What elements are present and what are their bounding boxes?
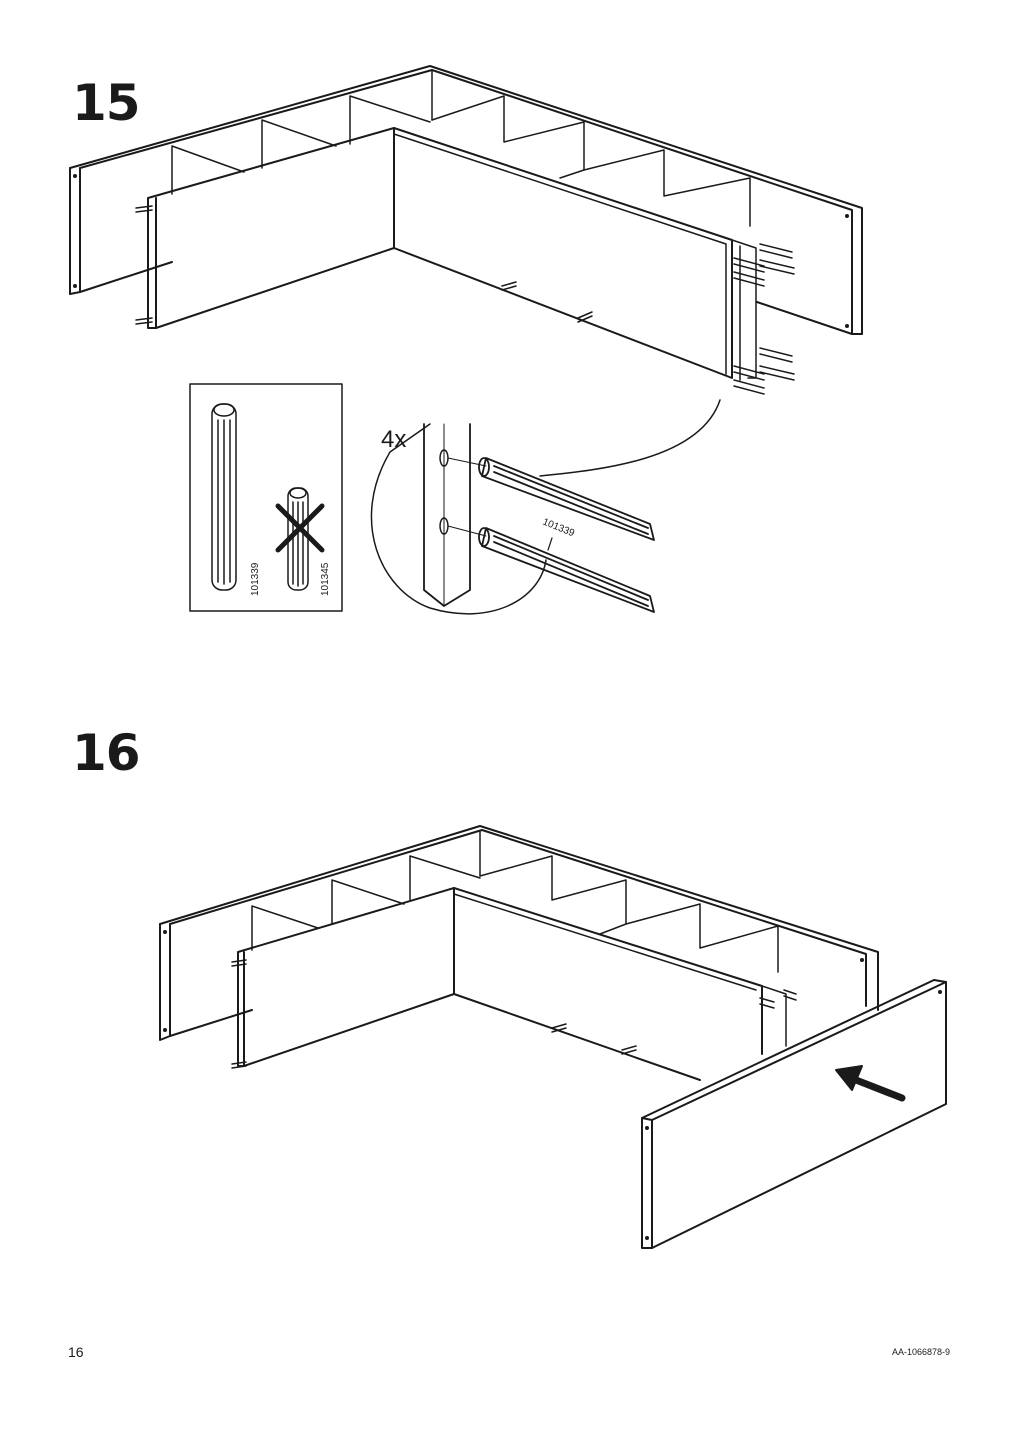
left-end-panel-16	[159, 923, 171, 1041]
document-code: AA-1066878-9	[891, 1347, 950, 1357]
back-panel-inner-edge-16	[169, 829, 867, 1007]
arrow-icon	[835, 1065, 906, 1102]
dowel-pins-middle	[501, 281, 593, 323]
shelf-dividers-right	[431, 95, 751, 227]
divider-seam-16	[599, 923, 627, 935]
step-16-number: 16	[72, 724, 141, 782]
dowel-pins-left-16	[231, 959, 247, 1069]
back-panel-outline-16	[159, 825, 879, 1011]
part-reference-box	[189, 383, 343, 612]
magnify-callout	[370, 423, 655, 615]
step-15-assembly	[69, 65, 863, 477]
dowel-icon	[211, 403, 237, 591]
step-16-assembly	[159, 825, 947, 1249]
dowel-part-label: 101339	[541, 517, 576, 540]
back-panel-outline	[69, 65, 863, 335]
dowel-pins-right	[733, 243, 795, 395]
shelf-dividers-left	[171, 69, 433, 195]
front-panel-right	[393, 127, 733, 379]
left-end-panel-bottom-16	[169, 1009, 253, 1037]
shelf-dividers-right-16	[479, 855, 779, 973]
front-panel-left-16	[237, 887, 455, 1067]
divider-end	[731, 239, 757, 381]
shelf-dividers-left-16	[251, 831, 481, 951]
wrong-part-number: 101345	[320, 562, 331, 596]
new-end-panel	[641, 979, 947, 1249]
front-panel-right-edge	[393, 133, 727, 375]
dowel-pins-right-16	[759, 989, 797, 1009]
callout-quantity: 4x	[381, 426, 406, 453]
new-end-panel-edge	[641, 981, 947, 1249]
dowel-pins-left	[135, 205, 153, 325]
correct-part-number: 101339	[250, 562, 261, 596]
cross-mark-icon	[275, 503, 325, 553]
page-number: 16	[68, 1344, 84, 1360]
back-panel-inner-edge	[79, 69, 853, 335]
front-panel-right-16	[453, 887, 763, 1081]
dowel-icon	[478, 457, 655, 613]
step-15-number: 15	[72, 74, 141, 132]
divider-seam	[559, 169, 585, 179]
left-end-panel-bottom	[79, 261, 173, 293]
screw-holes-16	[163, 930, 942, 1240]
left-end-panel-front	[69, 167, 81, 295]
screw-holes	[73, 174, 849, 328]
front-panel-left	[147, 127, 395, 329]
callout-pointer	[539, 399, 721, 477]
divider-end-16	[453, 893, 787, 1047]
dowel-pins-middle-16	[551, 1023, 637, 1055]
